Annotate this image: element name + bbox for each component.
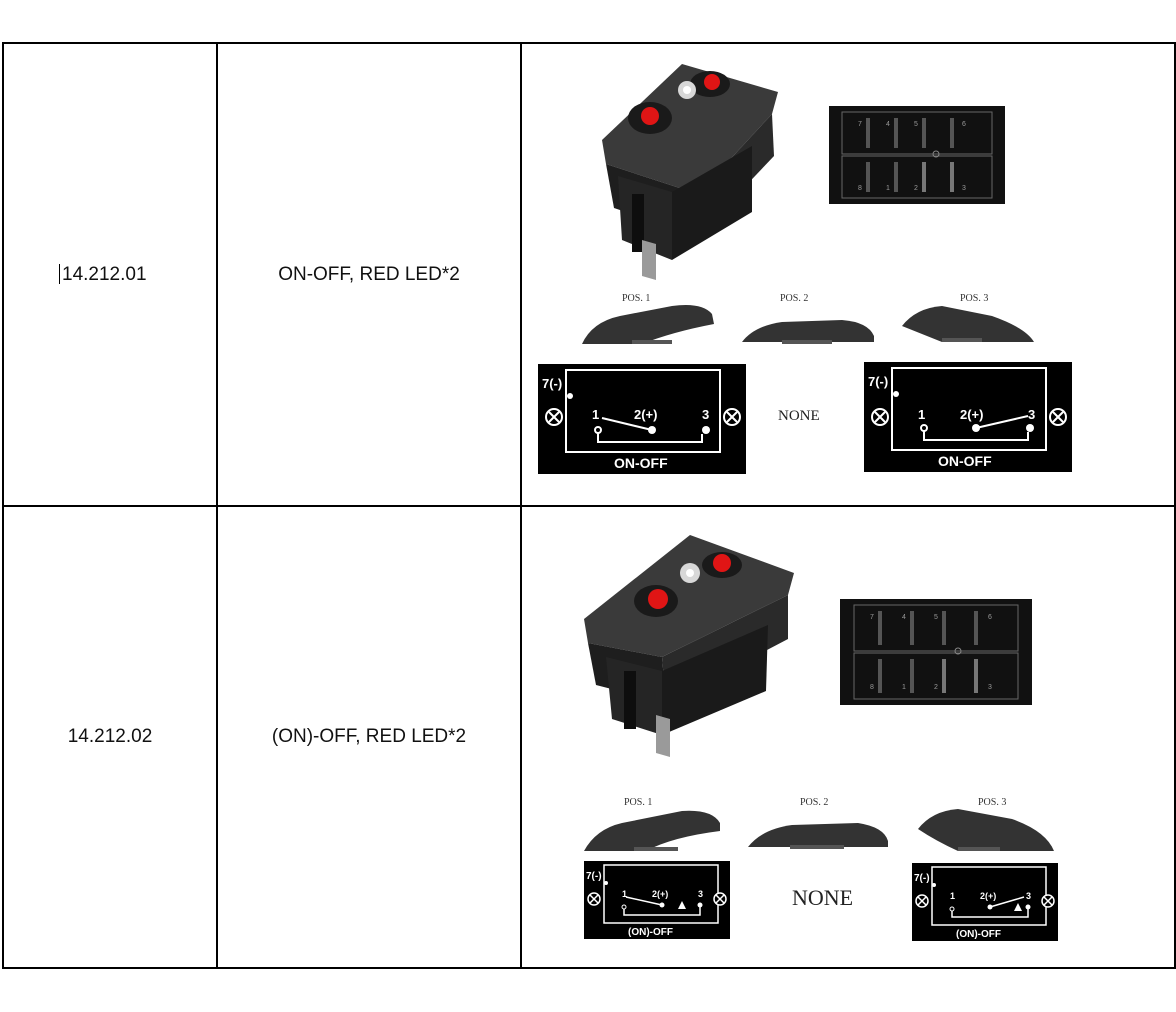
none-label: NONE [778,408,820,424]
svg-text:1: 1 [886,185,890,192]
svg-text:2(+): 2(+) [960,407,983,422]
pos-2-label: POS. 2 [800,797,828,808]
svg-text:4: 4 [886,121,890,128]
description-cell: ON-OFF, RED LED*2 [216,42,522,507]
svg-text:ON-OFF: ON-OFF [614,455,668,471]
pos-1-label: POS. 1 [622,293,650,304]
pos-3-label: POS. 3 [960,293,988,304]
part-code-cell: 14.212.02 [2,505,218,969]
svg-text:1: 1 [902,684,906,691]
rocker-pos-3 [902,306,1034,342]
svg-text:3: 3 [988,684,992,691]
svg-text:2(+): 2(+) [634,407,657,422]
rocker-pos-1 [582,305,714,344]
svg-text:1: 1 [592,407,599,422]
svg-text:(ON)-OFF: (ON)-OFF [628,927,673,938]
svg-text:7(-): 7(-) [542,376,562,391]
part-code: 14.212.01 [62,263,147,285]
svg-text:ON-OFF: ON-OFF [938,453,992,469]
svg-text:7: 7 [870,614,874,621]
svg-text:7(-): 7(-) [914,873,930,884]
figure-cell: 7 4 5 6 8 1 2 3 POS. 1 POS. 2 POS. 3 [520,42,1176,507]
rear-terminal-view: 7 4 5 6 8 1 2 3 [829,106,1005,204]
svg-text:8: 8 [858,185,862,192]
switch-figure: 7 4 5 6 8 1 2 3 POS. 1 POS. 2 POS. 3 [584,535,1058,941]
svg-text:7(-): 7(-) [868,374,888,389]
pos-3-label: POS. 3 [978,797,1006,808]
svg-text:2: 2 [934,684,938,691]
wiring-diagram-right: 7(-) 1 2(+) 3 ON-OFF [864,362,1072,472]
pos-2-label: POS. 2 [780,293,808,304]
rocker-pos-3 [918,809,1054,851]
svg-text:5: 5 [934,614,938,621]
svg-text:2: 2 [914,185,918,192]
description-cell: (ON)-OFF, RED LED*2 [216,505,522,969]
svg-text:1: 1 [950,891,955,901]
wiring-diagram-left: 7(-) 1 2(+) 3 (ON [584,861,730,939]
svg-text:7(-): 7(-) [586,871,602,882]
part-code: 14.212.02 [67,726,153,747]
svg-text:4: 4 [902,614,906,621]
svg-text:3: 3 [702,407,709,422]
svg-text:1: 1 [622,889,627,899]
wiring-diagram-left: 7(-) 1 2(+) 3 ON-OFF [538,364,746,474]
switch-spec-table: 14.212.01 ON-OFF, RED LED*2 [2,42,1176,969]
part-code-cell: 14.212.01 [2,42,218,507]
svg-text:2(+): 2(+) [652,889,668,899]
svg-text:2(+): 2(+) [980,891,996,901]
wiring-diagram-right: 7(-) 1 2(+) 3 (ON [912,863,1058,941]
svg-text:8: 8 [870,684,874,691]
svg-text:3: 3 [698,889,703,899]
svg-text:3: 3 [1026,891,1031,901]
rocker-pos-2 [748,823,888,849]
rocker-pos-2 [742,320,874,344]
svg-text:1: 1 [918,407,925,422]
svg-text:6: 6 [988,614,992,621]
table-row: 14.212.01 ON-OFF, RED LED*2 [2,42,1176,507]
svg-text:3: 3 [962,185,966,192]
switch-product-image [602,64,778,280]
part-description: (ON)-OFF, RED LED*2 [271,726,467,747]
none-label: NONE [792,885,853,910]
rocker-pos-1 [584,810,720,851]
svg-text:3: 3 [1028,407,1035,422]
pos-1-label: POS. 1 [624,797,652,808]
part-description: ON-OFF, RED LED*2 [278,263,460,285]
svg-text:7: 7 [858,121,862,128]
svg-text:6: 6 [962,121,966,128]
table-row: 14.212.02 (ON)-OFF, RED LED*2 [2,505,1176,969]
svg-text:5: 5 [914,121,918,128]
switch-figure: 7 4 5 6 8 1 2 3 POS. 1 POS. 2 POS. 3 [538,64,1072,474]
text-cursor [59,264,60,284]
figure-cell: 7 4 5 6 8 1 2 3 POS. 1 POS. 2 POS. 3 [520,505,1176,969]
switch-product-image [584,535,794,757]
svg-text:(ON)-OFF: (ON)-OFF [956,929,1001,940]
rear-terminal-view: 7 4 5 6 8 1 2 3 [840,599,1032,705]
